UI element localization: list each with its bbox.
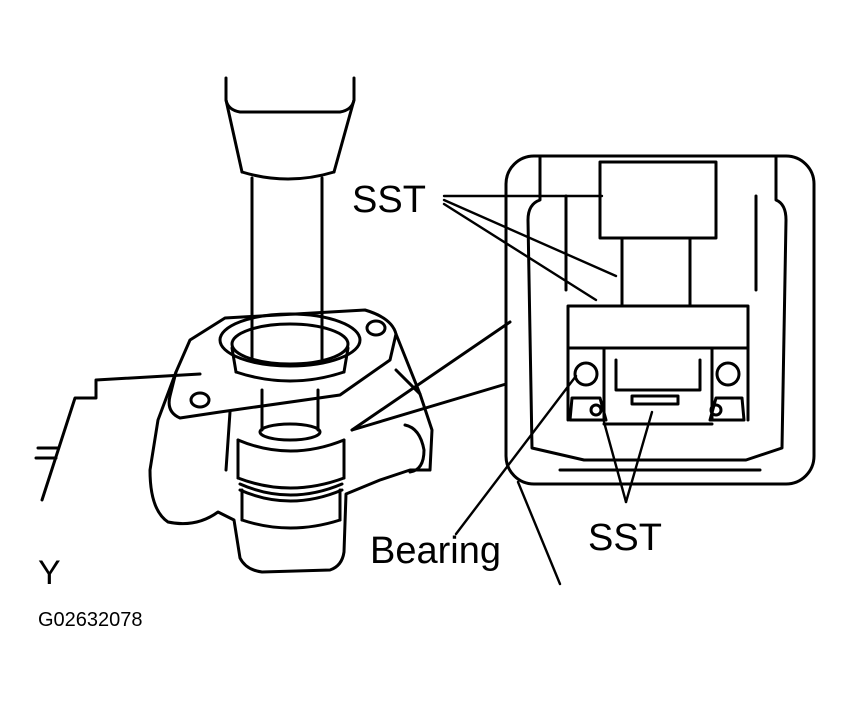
press-shaft	[224, 76, 356, 362]
leader-lines	[442, 194, 654, 586]
figure-code: G02632078	[38, 609, 143, 631]
detail-inset	[504, 154, 816, 486]
corner-letter: Y	[38, 554, 61, 592]
bearing-label: Bearing	[370, 530, 501, 572]
sst-label-bottom: SST	[588, 517, 662, 559]
callout-pointer	[350, 320, 512, 432]
sst-label-top: SST	[352, 179, 426, 221]
workbench	[34, 372, 202, 502]
gear-housing	[148, 308, 434, 574]
